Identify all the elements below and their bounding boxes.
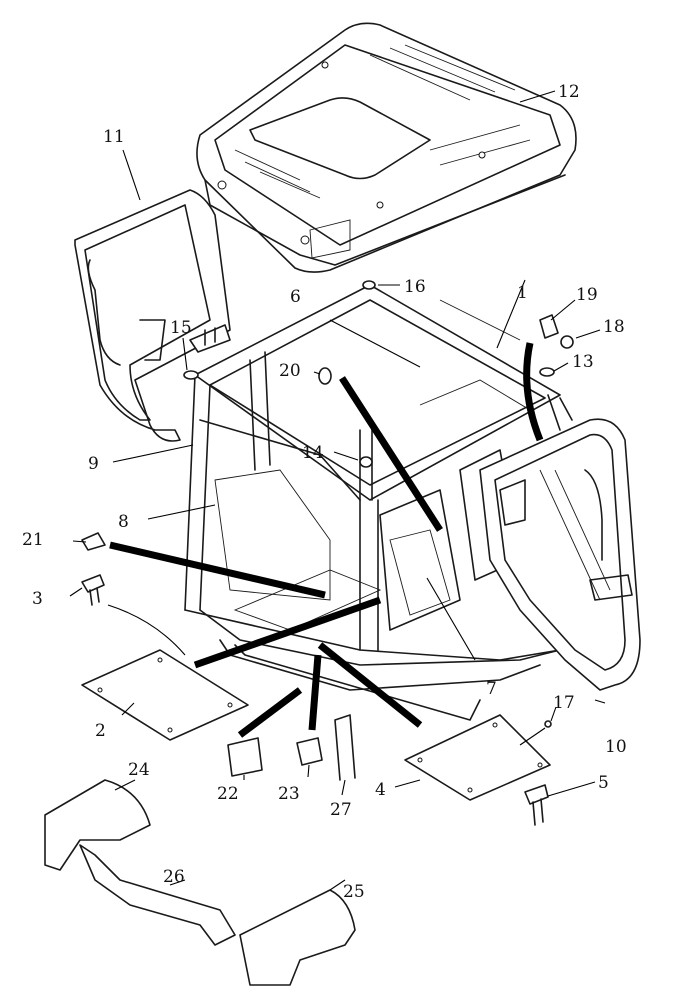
cover-25 — [239, 889, 356, 986]
cover-26 — [79, 844, 236, 946]
clip-21 — [81, 532, 106, 551]
cab-frame — [184, 284, 573, 781]
callout-10: 10 — [605, 737, 627, 757]
cap-14 — [359, 456, 373, 468]
callout-leaders — [69, 90, 606, 891]
roof-panel — [196, 22, 577, 273]
knob-19 — [539, 314, 559, 339]
small-plate-22 — [227, 737, 263, 777]
callout-19: 19 — [576, 285, 598, 305]
callout-4: 4 — [375, 780, 386, 800]
small-plate-23 — [296, 737, 323, 766]
callout-20: 20 — [279, 361, 301, 381]
callout-5: 5 — [598, 773, 609, 793]
bolt-5 — [524, 784, 549, 826]
bolt-3 — [81, 574, 105, 606]
callout-17: 17 — [553, 693, 575, 713]
callout-2: 2 — [95, 721, 106, 741]
cap-20 — [318, 367, 332, 385]
callout-6: 6 — [290, 287, 301, 307]
callout-11: 11 — [103, 127, 125, 147]
callout-9: 9 — [88, 454, 99, 474]
callout-1: 1 — [517, 283, 528, 303]
callout-16: 16 — [404, 277, 426, 297]
callout-25: 25 — [343, 882, 365, 902]
callout-7: 7 — [486, 679, 497, 699]
callout-14: 14 — [302, 443, 324, 463]
floor-plate-2 — [81, 649, 249, 741]
callout-3: 3 — [32, 589, 43, 609]
callout-12: 12 — [558, 82, 580, 102]
callout-24: 24 — [128, 760, 150, 780]
floor-plate-4 — [404, 714, 551, 801]
callout-23: 23 — [278, 784, 300, 804]
callout-22: 22 — [217, 784, 239, 804]
right-door — [479, 418, 641, 691]
left-door — [74, 189, 231, 442]
callout-8: 8 — [118, 512, 129, 532]
callout-27: 27 — [330, 800, 352, 820]
grommet-13 — [539, 367, 555, 377]
grommet-16 — [362, 280, 376, 290]
callout-18: 18 — [603, 317, 625, 337]
callout-15: 15 — [170, 318, 192, 338]
callout-26: 26 — [163, 867, 185, 887]
grommet-15 — [183, 370, 199, 380]
callout-21: 21 — [22, 530, 44, 550]
cover-24 — [44, 779, 151, 871]
callout-13: 13 — [572, 352, 594, 372]
assembly-leaders — [107, 342, 546, 746]
button-18 — [560, 335, 574, 349]
callout-labels: 1 2 3 4 5 6 7 8 9 10 11 12 13 14 15 16 1… — [22, 82, 627, 902]
pin-17 — [544, 720, 552, 728]
